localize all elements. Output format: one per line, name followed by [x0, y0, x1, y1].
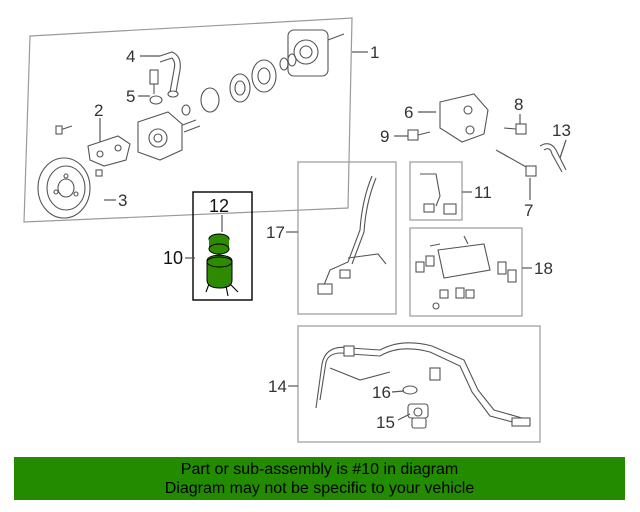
pump-internals-part: [179, 53, 297, 133]
callout-9: 9: [380, 127, 389, 146]
o-ring-part: [402, 385, 418, 395]
nut-part: [503, 123, 527, 135]
banner-line-1: Part or sub-assembly is #10 in diagram: [180, 461, 459, 478]
hose-assembly-part: [315, 342, 531, 427]
info-banner: Part or sub-assembly is #10 in diagram D…: [14, 457, 625, 500]
reservoir-tank-part: [205, 233, 239, 297]
long-bolt-part: [495, 149, 537, 177]
cooler-part: [415, 235, 517, 310]
cooler-box: [409, 227, 523, 317]
callout-3: 3: [118, 191, 127, 210]
callout-15: 15: [376, 413, 395, 432]
clamp-part: [420, 173, 457, 215]
union-bolt-part: [149, 69, 163, 105]
callout-12: 12: [209, 196, 229, 216]
pump-housing-part: [287, 29, 345, 77]
callout-7: 7: [524, 201, 533, 220]
callout-13: 13: [552, 121, 571, 140]
parts-diagram: 1 4 5 2 3 6 8 9 13 7 11 17 18 14 16 15 1…: [23, 17, 571, 443]
pump-bracket-part: [439, 93, 489, 143]
return-hose-part: [539, 143, 567, 173]
pump-body-part: [137, 111, 183, 161]
callout-8: 8: [514, 95, 523, 114]
suction-pipe-part: [159, 51, 181, 98]
bracket-part: [55, 125, 131, 167]
callout-16: 16: [372, 383, 391, 402]
pressure-hose-box: [297, 161, 397, 315]
callout-10: 10: [163, 248, 183, 268]
clamp-box: [409, 161, 463, 221]
callout-18: 18: [534, 259, 553, 278]
leader-lines: [99, 51, 567, 421]
callout-2: 2: [94, 101, 103, 120]
callout-1: 1: [370, 43, 379, 62]
pulley-part: [37, 157, 103, 219]
pump-assembly-frame: [23, 17, 353, 223]
reservoir-box: [192, 191, 253, 301]
callout-4: 4: [126, 47, 135, 66]
banner-line-2: Diagram may not be specific to your vehi…: [164, 480, 475, 497]
hose-assembly-box: [297, 325, 541, 443]
callout-11: 11: [474, 183, 492, 202]
callout-17: 17: [266, 223, 285, 242]
callout-6: 6: [404, 103, 413, 122]
callout-5: 5: [126, 87, 135, 106]
union-fitting-part: [407, 403, 429, 429]
pressure-hose-part: [317, 175, 387, 295]
callout-14: 14: [268, 377, 287, 396]
bolt-9-part: [407, 129, 431, 141]
